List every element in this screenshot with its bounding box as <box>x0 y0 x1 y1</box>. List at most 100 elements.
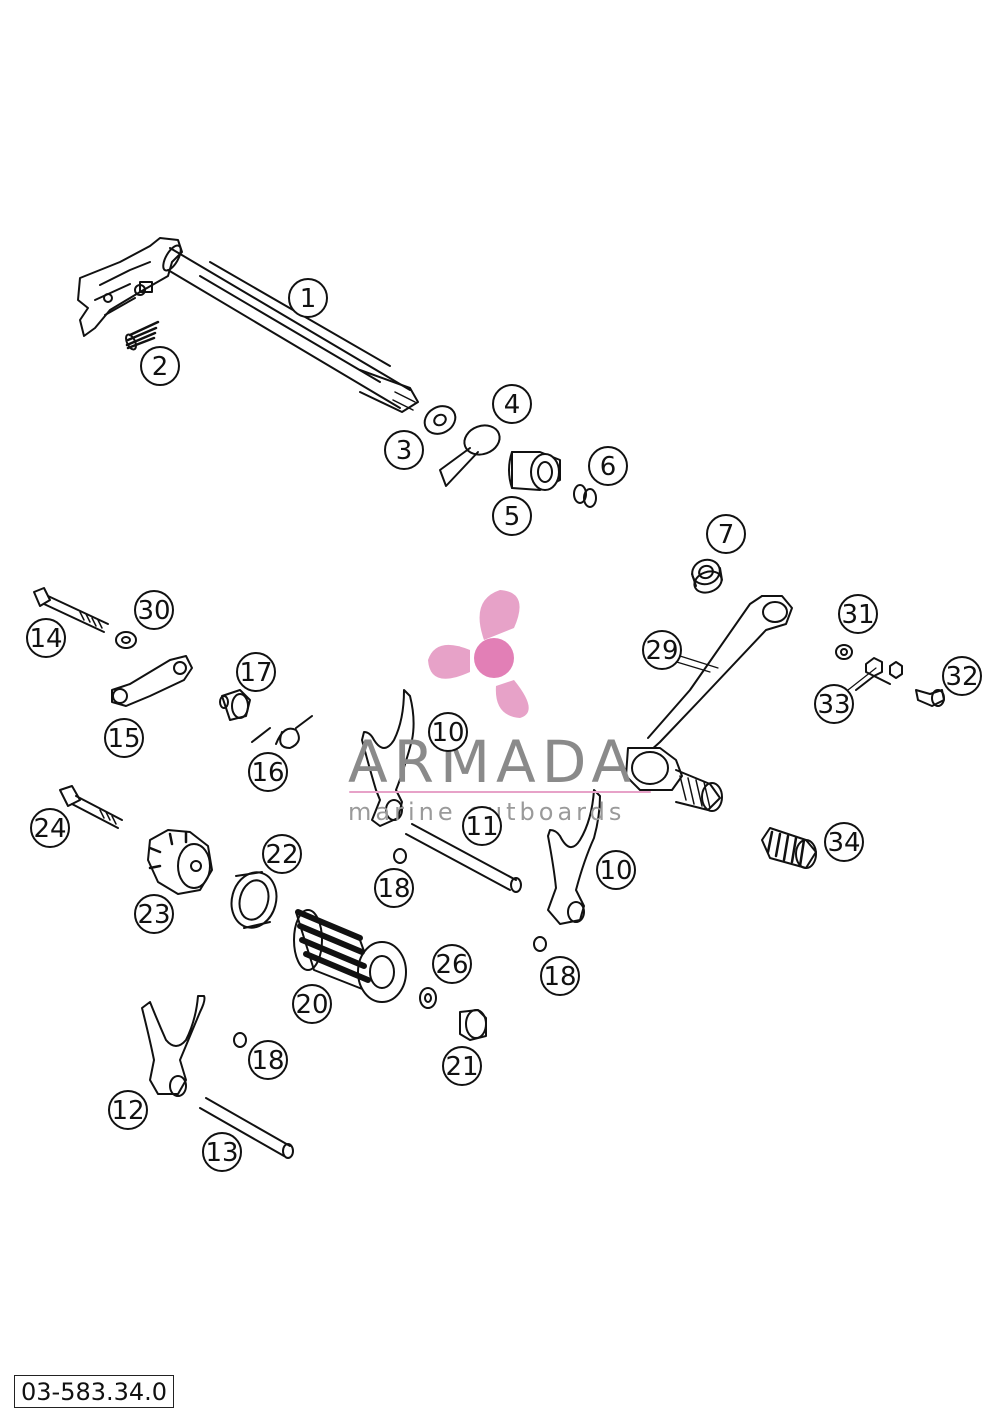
callout-16: 16 <box>248 752 288 792</box>
svg-text:18: 18 <box>543 962 576 992</box>
svg-text:10: 10 <box>599 856 632 886</box>
callout-5: 5 <box>492 496 532 536</box>
svg-text:14: 14 <box>29 624 62 654</box>
part-roller-17 <box>219 689 251 721</box>
part-washer-3 <box>423 405 457 435</box>
callout-4: 4 <box>492 384 532 424</box>
svg-text:29: 29 <box>645 636 678 666</box>
callout-10-upper: 10 <box>428 712 468 752</box>
callout-10-lower: 10 <box>596 850 636 890</box>
svg-text:15: 15 <box>107 724 140 754</box>
part-spring-clip-4 <box>439 424 501 487</box>
callout-30: 30 <box>134 590 174 630</box>
svg-text:32: 32 <box>945 662 978 692</box>
part-bearing-22 <box>230 871 278 929</box>
part-shift-drum-20 <box>293 909 407 1003</box>
callout-31: 31 <box>838 594 878 634</box>
part-washer-30 <box>115 631 137 649</box>
callout-18-right: 18 <box>540 956 580 996</box>
callout-11: 11 <box>462 806 502 846</box>
part-pin-18c <box>233 1032 247 1048</box>
svg-text:18: 18 <box>377 874 410 904</box>
callout-18-lower: 18 <box>248 1040 288 1080</box>
part-bolt-24 <box>59 785 123 829</box>
callout-13: 13 <box>202 1132 242 1172</box>
callout-18-upper: 18 <box>374 868 414 908</box>
part-rod-11 <box>405 823 522 893</box>
part-shift-fork-10b <box>547 789 601 925</box>
callout-2: 2 <box>140 346 180 386</box>
svg-text:2: 2 <box>152 352 169 382</box>
callout-17: 17 <box>236 652 276 692</box>
svg-text:24: 24 <box>33 814 66 844</box>
part-seal-7 <box>691 558 723 594</box>
svg-text:21: 21 <box>445 1052 478 1082</box>
svg-text:23: 23 <box>137 900 170 930</box>
callout-labels: 1 2 3 4 5 6 7 10 10 11 12 13 14 15 16 17… <box>26 278 982 1172</box>
svg-text:17: 17 <box>239 658 272 688</box>
callout-20: 20 <box>292 984 332 1024</box>
part-shift-lever-29 <box>625 595 793 812</box>
callout-29: 29 <box>642 630 682 670</box>
watermark-brand: ARMADA <box>348 728 637 796</box>
callout-6: 6 <box>588 446 628 486</box>
callout-12: 12 <box>108 1090 148 1130</box>
svg-text:34: 34 <box>827 828 860 858</box>
part-bushing-21 <box>459 1009 487 1041</box>
part-spring-2 <box>125 320 160 351</box>
svg-text:13: 13 <box>205 1138 238 1168</box>
watermark: ARMADA marine outboards <box>348 590 651 826</box>
svg-text:10: 10 <box>431 718 464 748</box>
part-shift-fork-10a <box>361 689 415 827</box>
svg-text:12: 12 <box>111 1096 144 1126</box>
callout-22: 22 <box>262 834 302 874</box>
svg-text:1: 1 <box>300 284 317 314</box>
svg-text:20: 20 <box>295 990 328 1020</box>
part-bushing-5 <box>508 451 561 491</box>
part-lever-15 <box>111 655 193 707</box>
svg-text:5: 5 <box>504 502 521 532</box>
callout-7: 7 <box>706 514 746 554</box>
part-pin-18a <box>393 848 407 864</box>
svg-text:7: 7 <box>718 520 735 550</box>
drawing-code-label: 03-583.34.0 <box>14 1375 175 1408</box>
svg-text:31: 31 <box>841 600 874 630</box>
callout-23: 23 <box>134 894 174 934</box>
part-rings-6 <box>573 484 597 508</box>
propeller-logo <box>428 590 529 718</box>
svg-text:3: 3 <box>396 436 413 466</box>
callout-33: 33 <box>814 684 854 724</box>
svg-text:18: 18 <box>251 1046 284 1076</box>
part-washer-26 <box>419 987 437 1009</box>
svg-text:6: 6 <box>600 452 617 482</box>
callout-32: 32 <box>942 656 982 696</box>
part-rod-13 <box>199 1097 294 1159</box>
callout-14: 14 <box>26 618 66 658</box>
svg-text:11: 11 <box>465 812 498 842</box>
callout-26: 26 <box>432 944 472 984</box>
callout-24: 24 <box>30 808 70 848</box>
part-nuts-33 <box>855 657 903 691</box>
svg-text:22: 22 <box>265 840 298 870</box>
svg-text:33: 33 <box>817 690 850 720</box>
callout-3: 3 <box>384 430 424 470</box>
part-shift-fork-12 <box>141 995 206 1097</box>
part-spring-16 <box>251 715 313 749</box>
part-washer-31 <box>835 644 853 660</box>
leader-lines <box>679 655 877 691</box>
callout-21: 21 <box>442 1046 482 1086</box>
callout-15: 15 <box>104 718 144 758</box>
callout-1: 1 <box>288 278 328 318</box>
part-pin-18b <box>533 936 547 952</box>
svg-text:26: 26 <box>435 950 468 980</box>
part-bolt-32 <box>915 689 945 707</box>
part-locator-23 <box>147 829 213 895</box>
svg-text:4: 4 <box>504 390 521 420</box>
part-rubber-34 <box>761 827 817 869</box>
svg-text:16: 16 <box>251 758 284 788</box>
svg-text:30: 30 <box>137 596 170 626</box>
callout-34: 34 <box>824 822 864 862</box>
part-shift-shaft <box>77 237 419 413</box>
